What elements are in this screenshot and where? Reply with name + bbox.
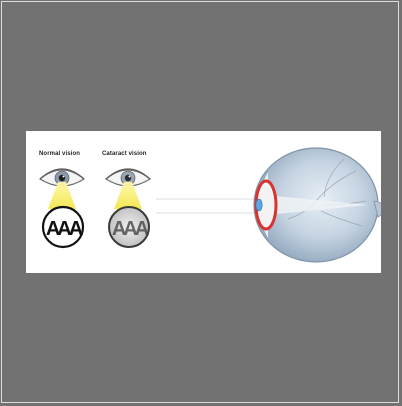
eyeball-cross-section [254,148,381,262]
pupil [256,199,262,211]
cataract-chart-letters: AAA [112,218,149,240]
cataract-light-beam [114,182,142,209]
incoming-light-rays [156,199,254,213]
illustration-panel: Normal vision Cataract vision [26,131,381,273]
normal-light-beam [48,182,76,209]
cataract-illustration: AAA AAA [26,131,381,273]
normal-chart-letters: AAA [46,218,83,240]
cataract-vision-chart: AAA [109,207,149,247]
normal-vision-chart: AAA [43,207,83,247]
